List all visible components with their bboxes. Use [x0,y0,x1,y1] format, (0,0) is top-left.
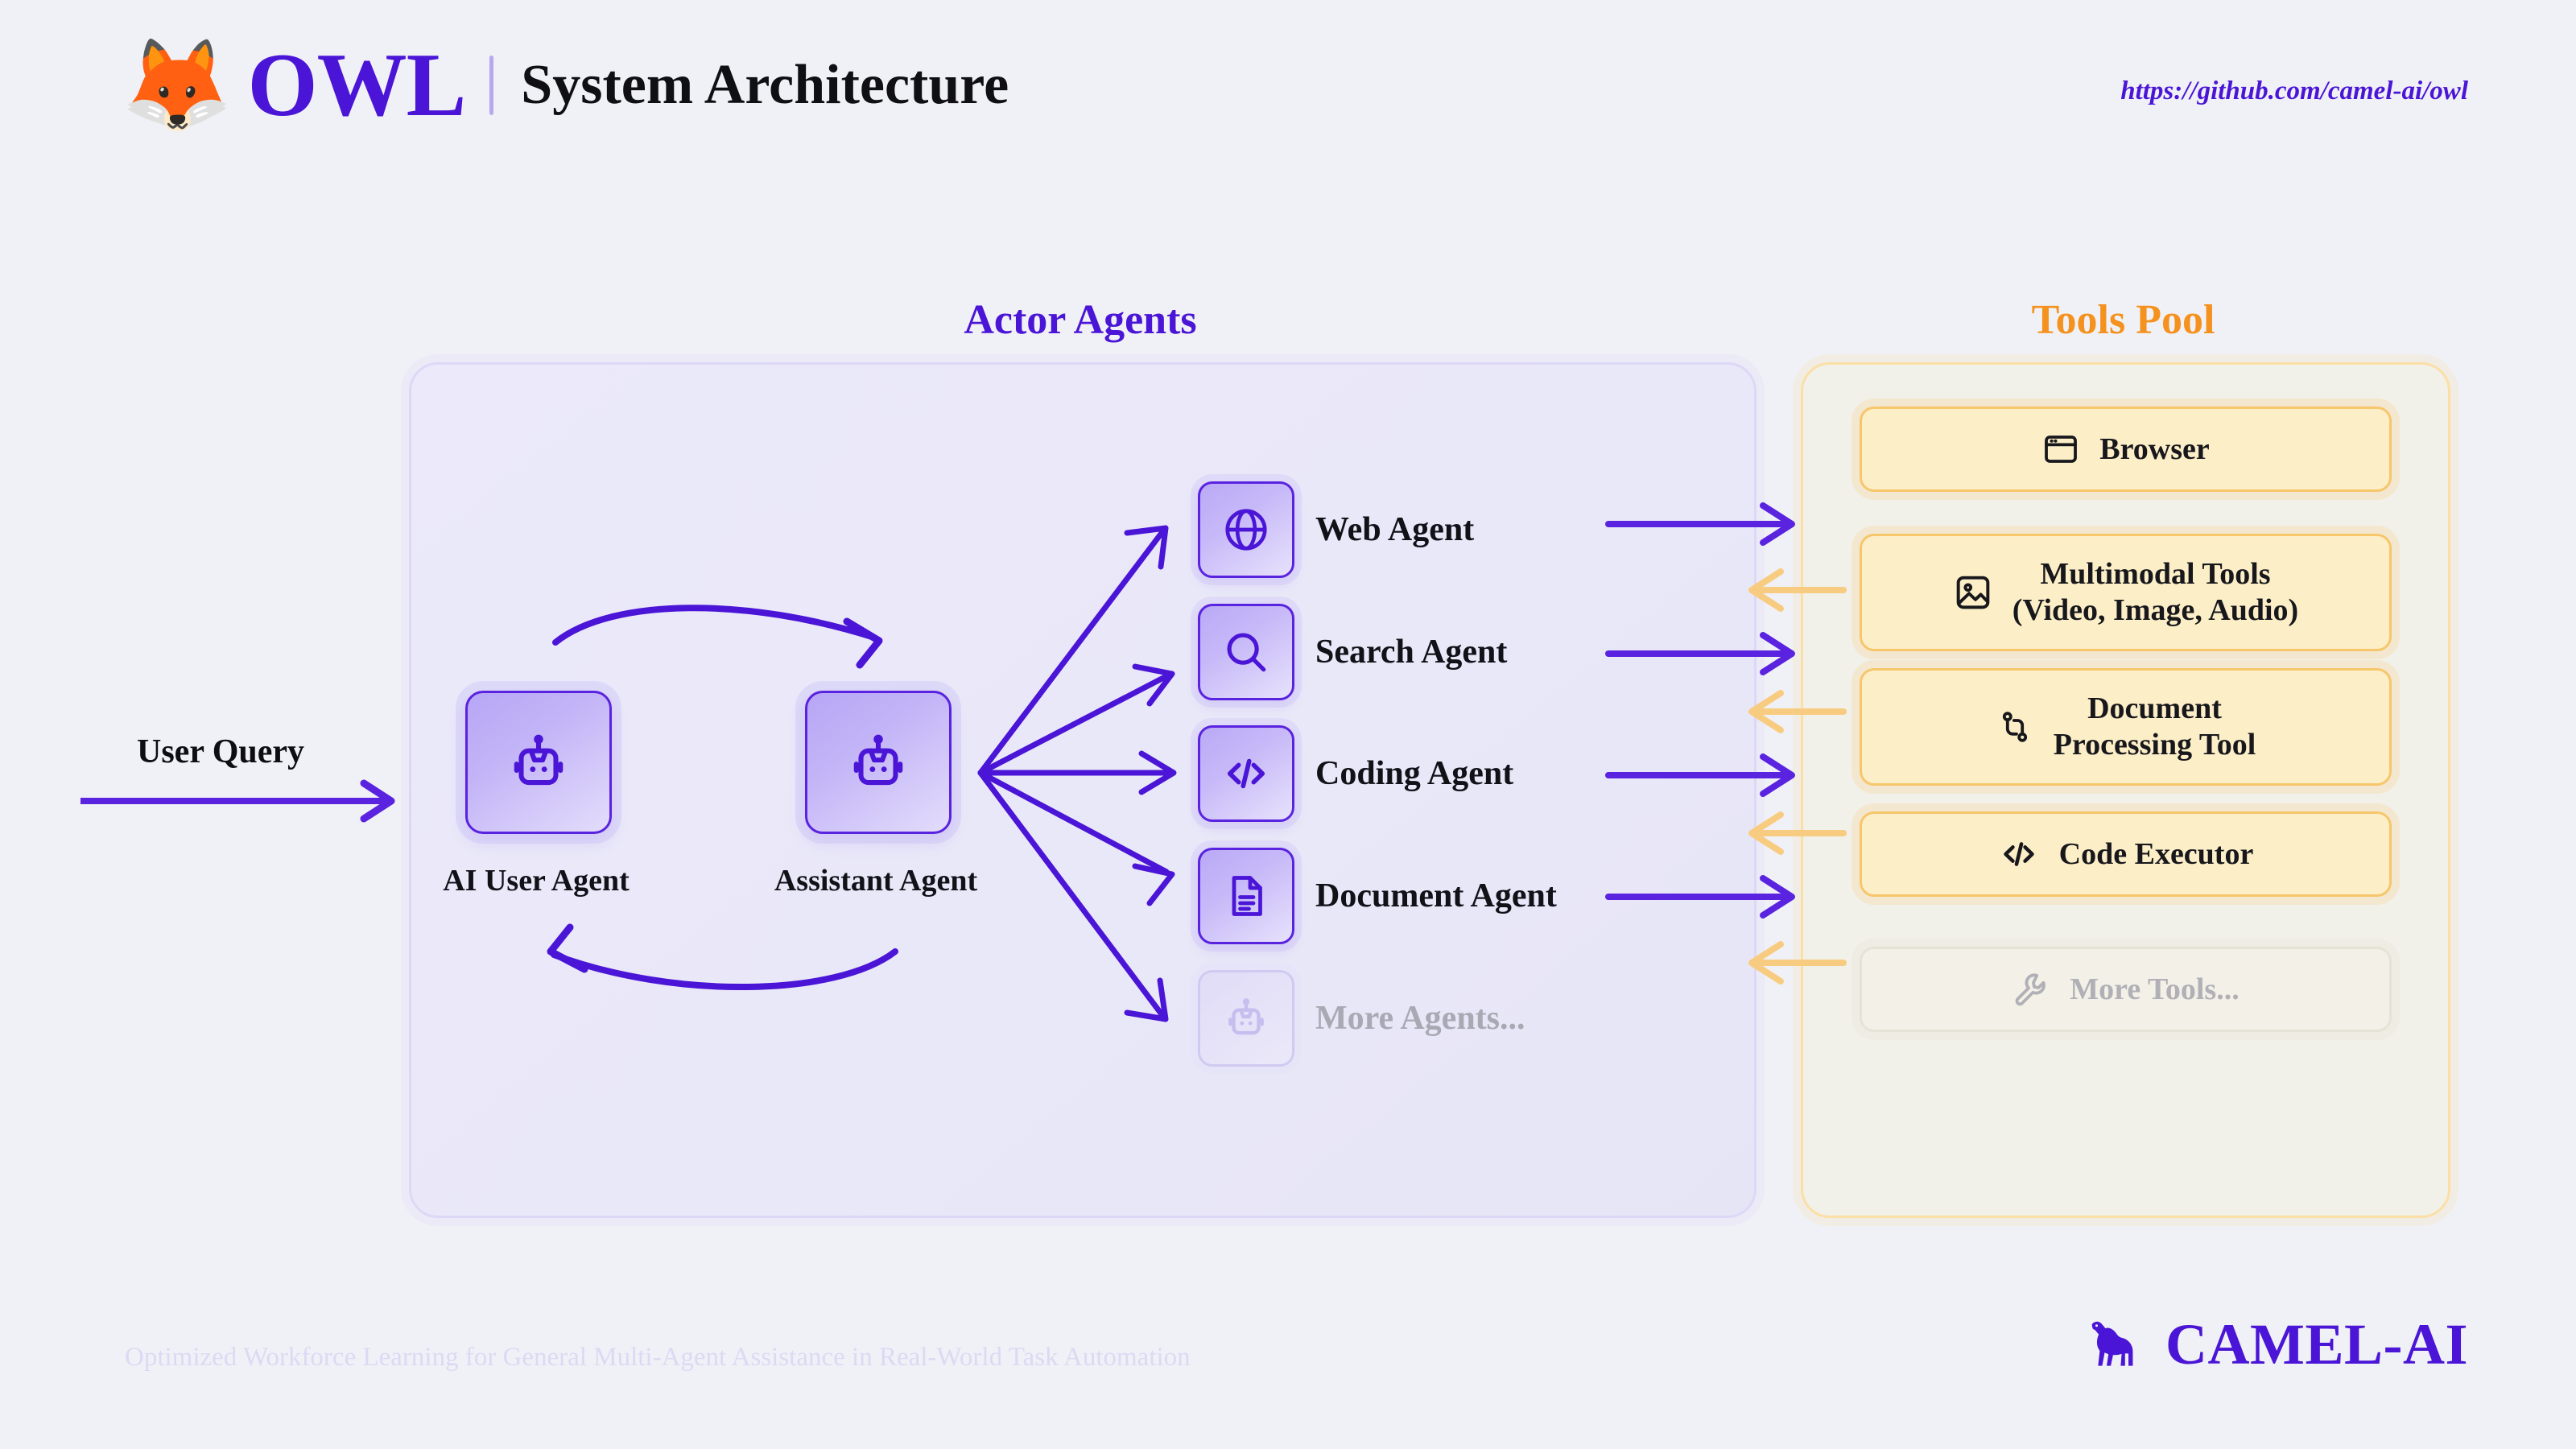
wrench-icon [2012,970,2050,1009]
code-icon [1998,833,2040,875]
tool-label: Browser [2099,431,2210,466]
brand-title: OWL [247,35,466,135]
robot-icon [1198,970,1294,1067]
tool-item-more-tools[interactable]: More Tools... [1860,947,2392,1032]
search-icon [1198,604,1294,700]
robot-icon [504,728,573,797]
tool-label: Multimodal Tools(Video, Image, Audio) [2012,557,2299,627]
agent-label: Coding Agent [1315,755,1514,792]
agent-label: Search Agent [1315,634,1508,671]
globe-icon [1198,481,1294,578]
header-divider [489,56,494,115]
agent-row-coding[interactable]: Coding Agent [1198,725,1513,822]
camel-icon [2082,1314,2151,1375]
assistant-agent-label: Assistant Agent [774,864,978,898]
git-branch-icon [1996,708,2034,746]
tool-label: Code Executor [2058,836,2254,871]
tool-item-multimodal[interactable]: Multimodal Tools(Video, Image, Audio) [1860,534,2392,651]
agent-row-more[interactable]: More Agents... [1198,970,1525,1067]
ai-user-agent-label: AI User Agent [443,864,630,898]
tool-item-browser[interactable]: Browser [1860,407,2392,492]
page-title: System Architecture [521,54,1009,116]
document-icon [1198,848,1294,944]
code-icon [1198,725,1294,822]
tool-label: More Tools... [2070,972,2240,1006]
agent-label: Web Agent [1315,511,1475,548]
agent-row-document[interactable]: Document Agent [1198,848,1557,944]
tools-pool-title: Tools Pool [2031,297,2215,343]
user-query-label: User Query [137,733,305,770]
page-header: 🦊 OWL System Architecture [121,40,1009,130]
footer-tagline: Optimized Workforce Learning for General… [125,1343,1191,1372]
browser-window-icon [2041,430,2080,469]
user-query-arrow [80,777,419,825]
robot-icon [844,728,913,797]
agent-row-search[interactable]: Search Agent [1198,604,1507,700]
repo-url-link[interactable]: https://github.com/camel-ai/owl [2120,76,2468,105]
tool-item-code-executor[interactable]: Code Executor [1860,811,2392,897]
actor-agents-title: Actor Agents [964,297,1197,343]
camel-ai-wordmark: CAMEL-AI [2165,1312,2468,1377]
agent-label: Document Agent [1315,877,1557,914]
tools-pool-panel [1801,362,2450,1218]
camel-ai-logo: CAMEL-AI [2082,1314,2468,1375]
owl-icon: 🦊 [121,33,233,138]
assistant-agent-tile[interactable] [805,691,952,834]
ai-user-agent-tile[interactable] [465,691,612,834]
agent-label: More Agents... [1315,1000,1525,1037]
agent-row-web[interactable]: Web Agent [1198,481,1474,578]
image-icon [1953,572,1993,613]
